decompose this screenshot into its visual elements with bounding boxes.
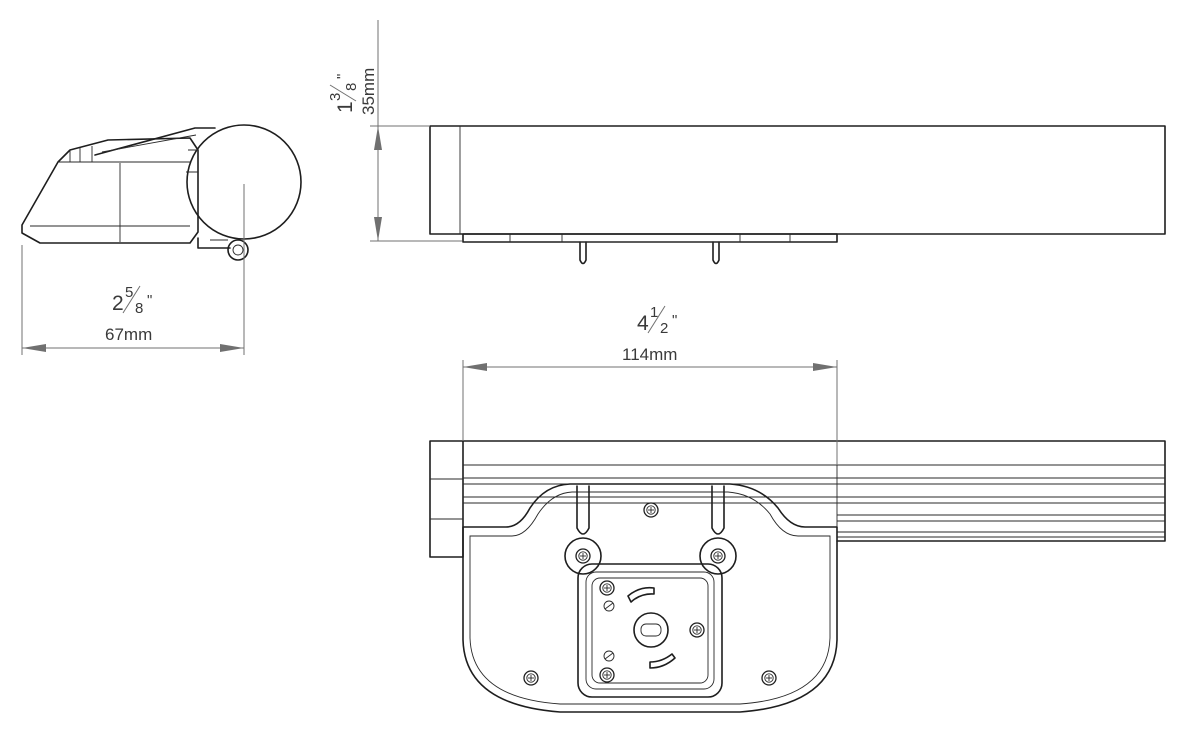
height-mm-label: 35mm — [359, 68, 378, 115]
carrier-body — [462, 483, 838, 713]
width-inch-den: 2 — [660, 320, 668, 337]
width-inch-num: 1 — [650, 304, 658, 321]
height-inch-num: 3 — [327, 93, 344, 101]
width-dimension: 4 1 2 " 114mm — [462, 304, 838, 465]
height-dimension: 1 3 8 " 35mm — [327, 20, 462, 242]
width-inch-mark: " — [672, 312, 677, 329]
width-mm-label: 114mm — [622, 345, 677, 364]
front-view — [429, 125, 1166, 265]
depth-inch-mark: " — [147, 292, 152, 309]
depth-dimension: 2 5 8 " 67mm — [21, 184, 245, 355]
top-view — [429, 440, 1166, 713]
depth-inch-den: 8 — [135, 300, 143, 317]
depth-inch-whole: 2 — [112, 292, 124, 315]
width-inch-whole: 4 — [637, 312, 649, 335]
motor-plate — [577, 563, 723, 698]
depth-inch-num: 5 — [125, 284, 133, 301]
side-view — [21, 124, 302, 261]
height-inch-whole: 1 — [334, 101, 357, 113]
depth-mm-label: 67mm — [105, 325, 152, 344]
drive-shaft — [633, 612, 669, 648]
height-inch-den: 8 — [343, 83, 360, 91]
height-inch-mark: " — [334, 74, 351, 79]
